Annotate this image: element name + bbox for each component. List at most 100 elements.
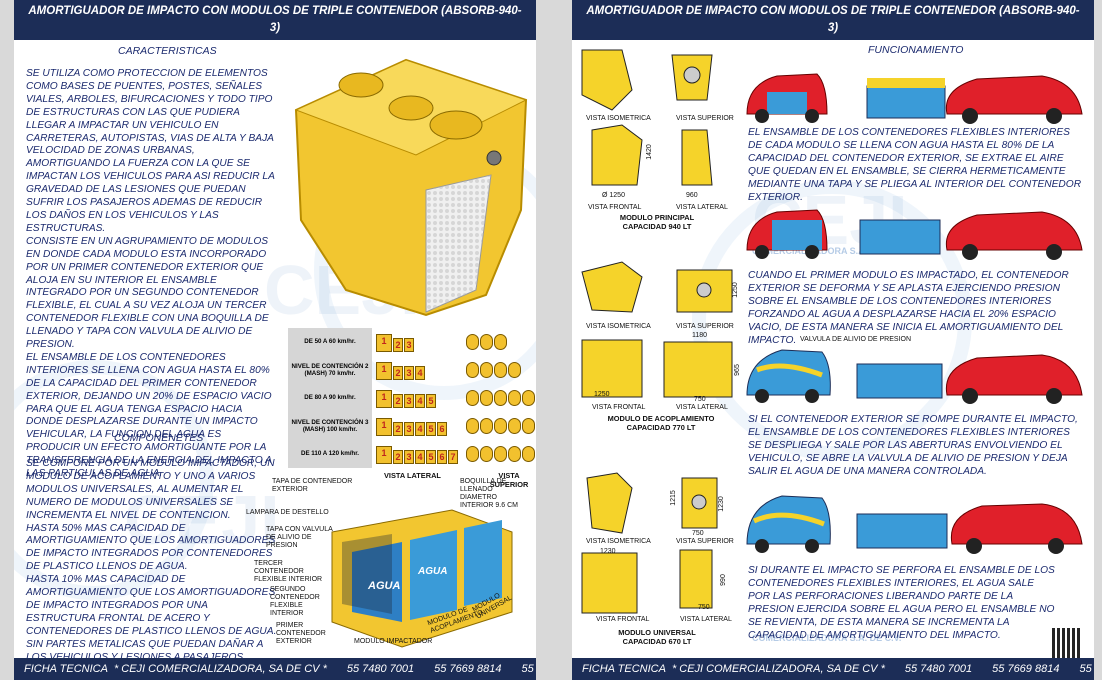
view-label: VISTA ISOMETRICA xyxy=(586,538,651,545)
module-block: 3 xyxy=(404,366,414,380)
module-block: 1 xyxy=(376,334,392,352)
dimension: 1230 xyxy=(717,496,725,512)
module-block: 3 xyxy=(404,422,414,436)
module-block: 2 xyxy=(393,450,403,464)
page-footer: FICHA TECNICA * CEJI COMERCIALIZADORA, S… xyxy=(572,658,1094,680)
dimension: 750 xyxy=(694,396,706,403)
level-top-modules xyxy=(466,334,508,350)
level-side-modules: 1 2 3 4 5 6 xyxy=(376,416,448,436)
page-header: AMORTIGUADOR DE IMPACTO CON MODULOS DE T… xyxy=(572,0,1094,40)
module-block: 2 xyxy=(393,338,403,352)
level-row: DE 80 A 90 km/hr. 1 2 3 4 5 xyxy=(288,384,536,412)
label-boquilla: BOQUILLA DE LLENADO DIAMETRO INTERIOR 9.… xyxy=(460,478,518,509)
sequence-step-4 xyxy=(746,495,1083,554)
dimension: 1420 xyxy=(645,144,653,160)
label-primer-contenedor: PRIMER CONTENEDOR EXTERIOR xyxy=(276,622,326,645)
dimension: Ø 1250 xyxy=(602,192,625,199)
characteristics-text: SE UTILIZA COMO PROTECCION DE ELEMENTOS … xyxy=(26,68,278,481)
label-agua: AGUA xyxy=(368,580,401,592)
view-label: VISTA SUPERIOR xyxy=(676,538,734,545)
module-name: MODULO PRINCIPAL xyxy=(619,213,695,222)
dimension: 960 xyxy=(686,192,698,199)
module-block: 3 xyxy=(404,338,414,352)
footer-company: * CEJI COMERCIALIZADORA, SA DE CV * xyxy=(113,663,327,675)
footer-phone: 55 5492 0652 xyxy=(521,663,536,675)
level-row: NIVEL DE CONTENCIÓN 2 (MASH) 70 km/hr. 1… xyxy=(288,356,536,384)
module-isometric-illustration xyxy=(294,58,528,317)
dimension: 1215 xyxy=(669,490,677,506)
level-label: NIVEL DE CONTENCIÓN 2 (MASH) 70 km/hr. xyxy=(288,356,372,384)
module-block: 1 xyxy=(376,390,392,408)
label-modulo-impactador: MODULO IMPACTADOR xyxy=(354,638,433,645)
footer-phone: 55 7669 8814 xyxy=(992,663,1060,675)
paragraph: HASTA 50% MAS CAPACIDAD DE AMORTIGUAMIEN… xyxy=(26,522,276,573)
level-row: DE 110 A 120 km/hr. 1 2 3 4 5 6 7 xyxy=(288,440,536,468)
module-capacity: CAPACIDAD 770 LT xyxy=(626,423,696,432)
view-label: VISTA LATERAL xyxy=(680,616,732,623)
footer-label: FICHA TECNICA xyxy=(24,663,108,675)
module-capacity: CAPACIDAD 940 LT xyxy=(622,222,692,231)
paragraph: HASTA 10% MAS CAPACIDAD DE AMORTIGUAMIEN… xyxy=(26,574,277,637)
modulo-principal-drawings xyxy=(581,49,713,186)
page-header: AMORTIGUADOR DE IMPACTO CON MODULOS DE T… xyxy=(14,0,536,40)
level-side-modules: 1 2 3 4 5 xyxy=(376,388,437,408)
qr-code xyxy=(1052,628,1082,658)
module-block: 2 xyxy=(393,422,403,436)
module-block: 4 xyxy=(415,366,425,380)
footer-phone: 55 7669 8814 xyxy=(434,663,502,675)
function-title: FUNCIONAMIENTO xyxy=(868,44,964,56)
module-block: 3 xyxy=(404,394,414,408)
level-top-modules xyxy=(466,418,536,434)
module-block: 1 xyxy=(376,418,392,436)
view-label: VISTA SUPERIOR xyxy=(676,323,734,330)
level-label: DE 80 A 90 km/hr. xyxy=(288,384,372,412)
level-top-modules xyxy=(466,362,522,378)
dimension: 750 xyxy=(692,530,704,537)
page-footer: FICHA TECNICA * CEJI COMERCIALIZADORA, S… xyxy=(14,658,536,680)
view-label: VISTA LATERAL xyxy=(676,404,728,411)
view-label: VISTA LATERAL xyxy=(676,204,728,211)
dimension: 1250 xyxy=(594,391,610,398)
module-capacity: CAPACIDAD 670 LT xyxy=(622,637,692,646)
module-block: 5 xyxy=(426,394,436,408)
level-side-modules: 1 2 3 xyxy=(376,332,415,352)
modulo-universal-drawings xyxy=(581,472,718,614)
watermark-brand: CEJI xyxy=(124,481,280,559)
function-paragraph: SI EL CONTENEDOR EXTERIOR SE ROMPE DURAN… xyxy=(748,414,1078,477)
module-block: 2 xyxy=(393,366,403,380)
caption-vista-superior: VISTA SUPERIOR xyxy=(489,471,529,489)
footer-company: * CEJI COMERCIALIZADORA, SA DE CV * xyxy=(671,663,885,675)
sequence-step-3 xyxy=(746,349,1083,404)
label-agua: AGUA xyxy=(418,566,448,577)
level-row: DE 50 A 60 km/hr. 1 2 3 xyxy=(288,328,536,356)
footer-phone: 55 5492 0652 xyxy=(1079,663,1094,675)
module-block: 6 xyxy=(437,450,447,464)
module-block: 4 xyxy=(415,394,425,408)
dimension: 1180 xyxy=(692,332,708,339)
level-top-modules xyxy=(466,446,536,462)
label-tapa-exterior: TAPA DE CONTENEDOR EXTERIOR xyxy=(272,478,353,493)
watermark-company: COMERCIALIZADORA S.A. DE C.V. xyxy=(752,633,902,643)
module-block: 3 xyxy=(404,450,414,464)
level-top-modules xyxy=(466,390,536,406)
footer-phone: 55 7480 7001 xyxy=(346,663,415,675)
right-page: CEJI COMERCIALIZADORA S.A. DE C.V. COMER… xyxy=(572,0,1094,680)
watermark-company: COMERCIALIZADORA S.A. DE C.V. xyxy=(752,246,902,256)
module-name: MODULO DE ACOPLAMIENTO xyxy=(607,414,715,423)
label-tapa-valvula: TAPA CON VALVULA DE ALIVIO DE PRESION xyxy=(266,526,333,549)
dimension: 1230 xyxy=(600,548,616,555)
dimension: 750 xyxy=(698,604,710,611)
dimension: 990 xyxy=(719,574,727,586)
function-paragraph: SI DURANTE EL IMPACTO SE PERFORA EL ENSA… xyxy=(748,565,1055,641)
view-label: VISTA SUPERIOR xyxy=(676,115,734,122)
characteristics-title: CARACTERISTICAS xyxy=(118,45,217,57)
module-block: 4 xyxy=(415,450,425,464)
label-segundo-contenedor: SEGUNDO CONTENEDOR FLEXIBLE INTERIOR xyxy=(270,586,320,617)
dimension: 1250 xyxy=(731,282,739,298)
function-paragraph: CUANDO EL PRIMER MODULO ES IMPACTADO, EL… xyxy=(748,270,1069,346)
level-side-modules: 1 2 3 4 5 6 7 xyxy=(376,444,459,464)
page-title: AMORTIGUADOR DE IMPACTO CON MODULOS DE T… xyxy=(28,5,522,34)
level-row: NIVEL DE CONTENCIÓN 3 (MASH) 100 km/hr. … xyxy=(288,412,536,440)
view-label: VISTA FRONTAL xyxy=(596,616,650,623)
view-label: VISTA ISOMETRICA xyxy=(586,323,651,330)
